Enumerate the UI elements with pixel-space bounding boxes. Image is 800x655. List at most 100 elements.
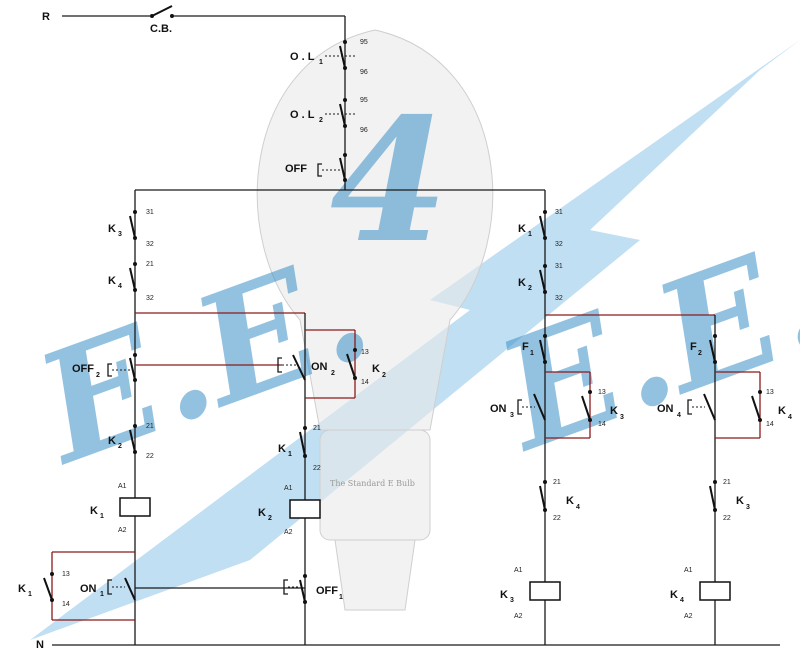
svg-text:14: 14 [598, 421, 606, 428]
k2-holding-contact: 13 14 K 2 [346, 348, 386, 386]
svg-text:OFF: OFF [72, 363, 94, 375]
svg-text:OFF: OFF [285, 163, 307, 175]
svg-text:K: K [610, 405, 618, 417]
svg-text:K: K [108, 275, 116, 287]
svg-text:3: 3 [620, 414, 624, 421]
svg-text:ON: ON [490, 403, 507, 415]
lightning-bolt [30, 40, 800, 640]
off1-button: OFF 1 [283, 574, 343, 604]
svg-text:22: 22 [553, 515, 561, 522]
svg-text:A1: A1 [684, 567, 693, 574]
k1-nc-contact-rung2: K 1 21 22 [278, 425, 321, 472]
svg-text:22: 22 [723, 515, 731, 522]
svg-text:1: 1 [288, 451, 292, 458]
svg-text:K: K [500, 589, 508, 601]
svg-text:2: 2 [96, 372, 100, 379]
svg-text:95: 95 [360, 97, 368, 104]
svg-text:A1: A1 [118, 483, 127, 490]
svg-text:K: K [90, 505, 98, 517]
svg-text:A2: A2 [284, 529, 293, 536]
watermark: The Standard E Bulb 4 E.E. E.E. [14, 29, 800, 640]
svg-text:ON: ON [311, 361, 328, 373]
coil-k2: A1 K 2 A2 [258, 485, 321, 536]
coil-k1: A1 K 1 A2 [90, 483, 151, 534]
svg-text:31: 31 [555, 209, 563, 216]
coil-k3: A1 K 3 A2 [500, 567, 561, 620]
svg-text:F: F [522, 341, 529, 353]
limit-switch-f2: F 2 [690, 334, 717, 364]
off2-button: OFF 2 [72, 353, 137, 382]
svg-text:32: 32 [146, 295, 154, 302]
svg-text:31: 31 [555, 263, 563, 270]
svg-text:2: 2 [382, 372, 386, 379]
svg-text:22: 22 [313, 465, 321, 472]
neutral-label: N [36, 639, 44, 651]
svg-text:2: 2 [319, 117, 323, 124]
interlock-k2: K 2 31 32 [518, 263, 563, 302]
limit-switch-f1: F 1 [522, 334, 547, 364]
svg-text:2: 2 [118, 443, 122, 450]
svg-text:2: 2 [331, 370, 335, 377]
svg-text:3: 3 [510, 597, 514, 604]
svg-text:21: 21 [313, 425, 321, 432]
svg-text:21: 21 [723, 479, 731, 486]
numeral-watermark: 4 [330, 81, 448, 281]
svg-text:ON: ON [657, 403, 674, 415]
on1-button: ON 1 [80, 577, 136, 601]
svg-text:A2: A2 [514, 613, 523, 620]
svg-text:1: 1 [100, 591, 104, 598]
svg-text:K: K [670, 589, 678, 601]
svg-text:A1: A1 [284, 485, 293, 492]
interlock-k1: K 1 31 32 [518, 209, 563, 248]
bulb-text: The Standard E Bulb [330, 479, 415, 488]
svg-text:3: 3 [118, 231, 122, 238]
svg-text:14: 14 [62, 601, 70, 608]
svg-text:22: 22 [146, 453, 154, 460]
svg-text:13: 13 [361, 349, 369, 356]
svg-text:1: 1 [528, 231, 532, 238]
svg-text:2: 2 [698, 350, 702, 357]
svg-text:K: K [518, 277, 526, 289]
overload-relay-2: O . L 2 95 96 [290, 97, 368, 134]
on2-button: ON 2 [277, 354, 335, 381]
svg-text:OFF: OFF [316, 585, 338, 597]
svg-text:1: 1 [100, 513, 104, 520]
svg-text:96: 96 [360, 127, 368, 134]
svg-text:K: K [518, 223, 526, 235]
svg-text:3: 3 [746, 504, 750, 511]
k4-holding-contact: 13 14 K 4 [751, 389, 792, 428]
svg-text:O . L: O . L [290, 51, 315, 63]
svg-text:14: 14 [766, 421, 774, 428]
svg-text:A2: A2 [118, 527, 127, 534]
on3-button: ON 3 [490, 393, 546, 421]
svg-text:K: K [258, 507, 266, 519]
svg-text:1: 1 [530, 350, 534, 357]
svg-text:A2: A2 [684, 613, 693, 620]
svg-text:K: K [18, 583, 26, 595]
svg-text:13: 13 [766, 389, 774, 396]
svg-text:32: 32 [146, 241, 154, 248]
svg-text:96: 96 [360, 69, 368, 76]
phase-label: R [42, 11, 50, 23]
overload-relay-1: O . L 1 95 96 [290, 39, 368, 76]
svg-text:4: 4 [576, 504, 580, 511]
svg-text:1: 1 [319, 59, 323, 66]
k1-holding-contact: K 1 13 14 [18, 571, 70, 608]
svg-text:14: 14 [361, 379, 369, 386]
svg-text:4: 4 [118, 283, 122, 290]
svg-text:K: K [566, 495, 574, 507]
k3-holding-contact: 13 14 K 3 [581, 389, 624, 428]
svg-text:4: 4 [680, 597, 684, 604]
k2-nc-contact-rung1: K 2 21 22 [108, 423, 154, 460]
circuit-breaker [150, 5, 174, 18]
svg-text:O . L: O . L [290, 109, 315, 121]
k3-nc-contact-rung4: 21 22 K 3 [709, 479, 750, 522]
svg-text:ON: ON [80, 583, 97, 595]
svg-text:32: 32 [555, 241, 563, 248]
svg-text:32: 32 [555, 295, 563, 302]
svg-text:1: 1 [28, 591, 32, 598]
k4-nc-contact-rung3: 21 22 K 4 [539, 479, 580, 522]
svg-text:21: 21 [553, 479, 561, 486]
svg-text:K: K [108, 435, 116, 447]
